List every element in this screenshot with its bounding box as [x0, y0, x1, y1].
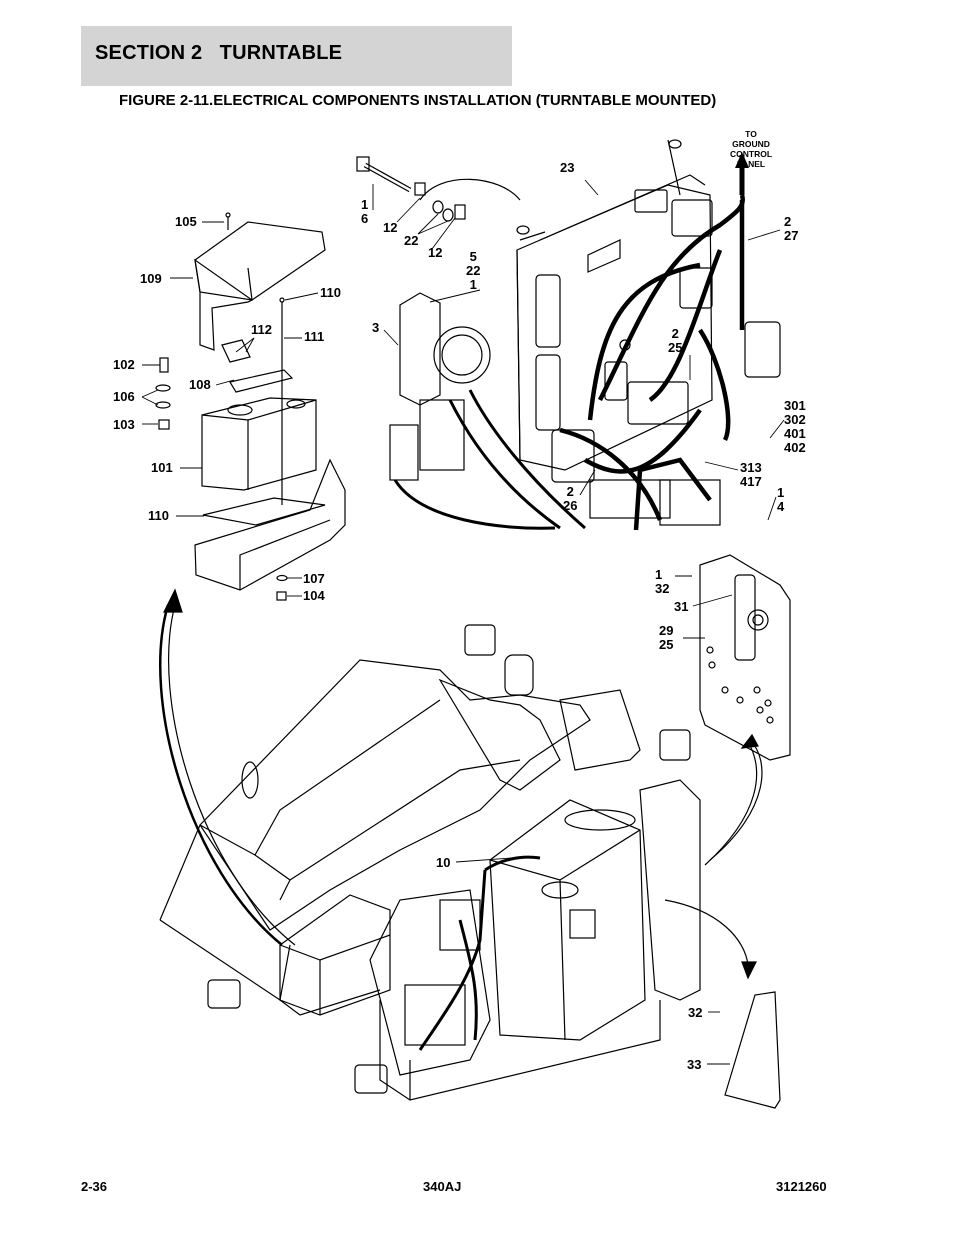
- callout-33: 33: [687, 1057, 702, 1072]
- callout-31: 31: [674, 599, 689, 614]
- callout-111: 111: [304, 329, 325, 344]
- section-title: SECTION 2 TURNTABLE: [95, 42, 343, 64]
- battery-hardware: [155, 357, 288, 601]
- callout-106: 106: [113, 389, 135, 404]
- callout-101: 101: [151, 460, 173, 475]
- alarm-horn: [389, 292, 586, 530]
- motion-arrows: [159, 588, 763, 980]
- hardware-bolt-washers: [356, 156, 521, 222]
- callout-109: 109: [140, 271, 162, 286]
- direction-arrow-icon: [735, 152, 749, 168]
- callout-22: 22: [404, 233, 419, 248]
- ground-control-panel: [699, 554, 791, 761]
- battery-tray: [194, 458, 346, 591]
- wiring-harness: [559, 155, 745, 531]
- figure-title: FIGURE 2-11.ELECTRICAL COMPONENTS INSTAL…: [119, 92, 717, 109]
- page-number: 2-36: [81, 1179, 108, 1194]
- battery-hold-down: [201, 369, 317, 491]
- model-number: 340AJ: [423, 1179, 462, 1194]
- battery-cover-assembly: [194, 212, 326, 505]
- leader-lines: [141, 179, 785, 1065]
- to-ground-control-panel-label: TO GROUND CONTROL PANEL: [729, 129, 773, 169]
- turntable-body: [159, 624, 701, 1101]
- callout-108: 108: [189, 377, 211, 392]
- callout-102: 102: [113, 357, 135, 372]
- callout-10: 10: [436, 855, 451, 870]
- control-module-panel: [516, 139, 781, 526]
- callout-3: 3: [372, 320, 380, 335]
- callout-105: 105: [175, 214, 197, 229]
- turntable-harness: [418, 855, 541, 1051]
- manual-number: 3121260: [776, 1179, 827, 1194]
- callout-23: 23: [560, 160, 575, 175]
- callout-12b: 12: [428, 245, 443, 260]
- callout-110-bottom: 110: [148, 508, 169, 523]
- callout-104: 104: [303, 588, 325, 603]
- callout-112: 112: [251, 322, 272, 337]
- callout-32: 32: [688, 1005, 703, 1020]
- access-cover-plate: [724, 991, 781, 1109]
- section-banner: SECTION 2 TURNTABLE: [81, 26, 512, 86]
- callout-103: 103: [113, 417, 135, 432]
- callout-107: 107: [303, 571, 325, 586]
- callout-12a: 12: [383, 220, 398, 235]
- callout-110-top: 110: [320, 285, 341, 300]
